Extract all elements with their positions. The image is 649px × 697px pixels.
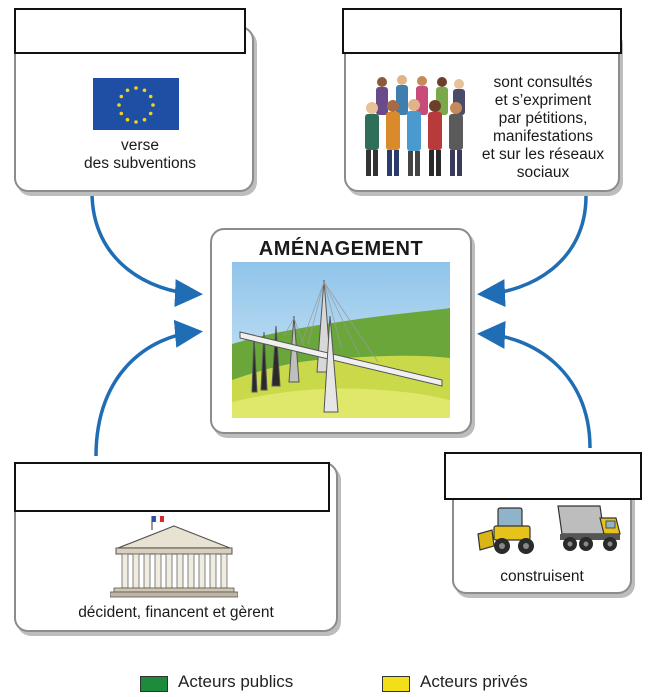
center-card-title: AMÉNAGEMENT — [258, 238, 424, 260]
eu-card-label-box[interactable] — [14, 8, 246, 54]
arrow-citizens-to-amenagement — [477, 195, 588, 308]
legend-label-private: Acteurs privés — [420, 672, 528, 691]
state-card-text: décident, financent et gèrent — [78, 604, 274, 621]
viaduct-illustration — [232, 262, 450, 418]
citizens-line-1: sont consultés — [493, 74, 593, 91]
citizens-card-text: sont consultés et s’expriment par pétiti… — [470, 74, 616, 182]
eu-card-text: verse des subventions — [60, 137, 220, 173]
arrow-firms-to-amenagement — [477, 320, 592, 449]
citizens-line-4: manifestations — [493, 128, 593, 145]
dump-truck-icon — [557, 505, 621, 551]
eu-flag-icon — [93, 78, 179, 130]
arrow-state-to-amenagement — [94, 319, 203, 457]
citizens-line-3: par pétitions, — [498, 110, 588, 127]
legend-swatch-private — [382, 676, 410, 692]
citizens-line-6: sociaux — [516, 164, 570, 181]
state-card-label-box[interactable] — [14, 462, 330, 512]
arrow-eu-to-amenagement — [90, 191, 203, 308]
government-building-icon — [110, 515, 238, 598]
eu-card-text-line2: des subventions — [83, 155, 197, 172]
firms-card-label-box[interactable] — [444, 452, 642, 500]
citizens-line-2: et s’expriment — [494, 92, 592, 109]
firms-card-text: construisent — [500, 568, 584, 585]
bulldozer-icon — [477, 507, 534, 554]
citizens-line-5: et sur les réseaux — [481, 146, 605, 163]
citizens-card-label-box[interactable] — [342, 8, 622, 54]
legend-label-public: Acteurs publics — [178, 672, 294, 691]
crowd-illustration — [365, 75, 465, 176]
legend-swatch-public — [140, 676, 168, 692]
eu-card-text-line1: verse — [121, 137, 159, 154]
